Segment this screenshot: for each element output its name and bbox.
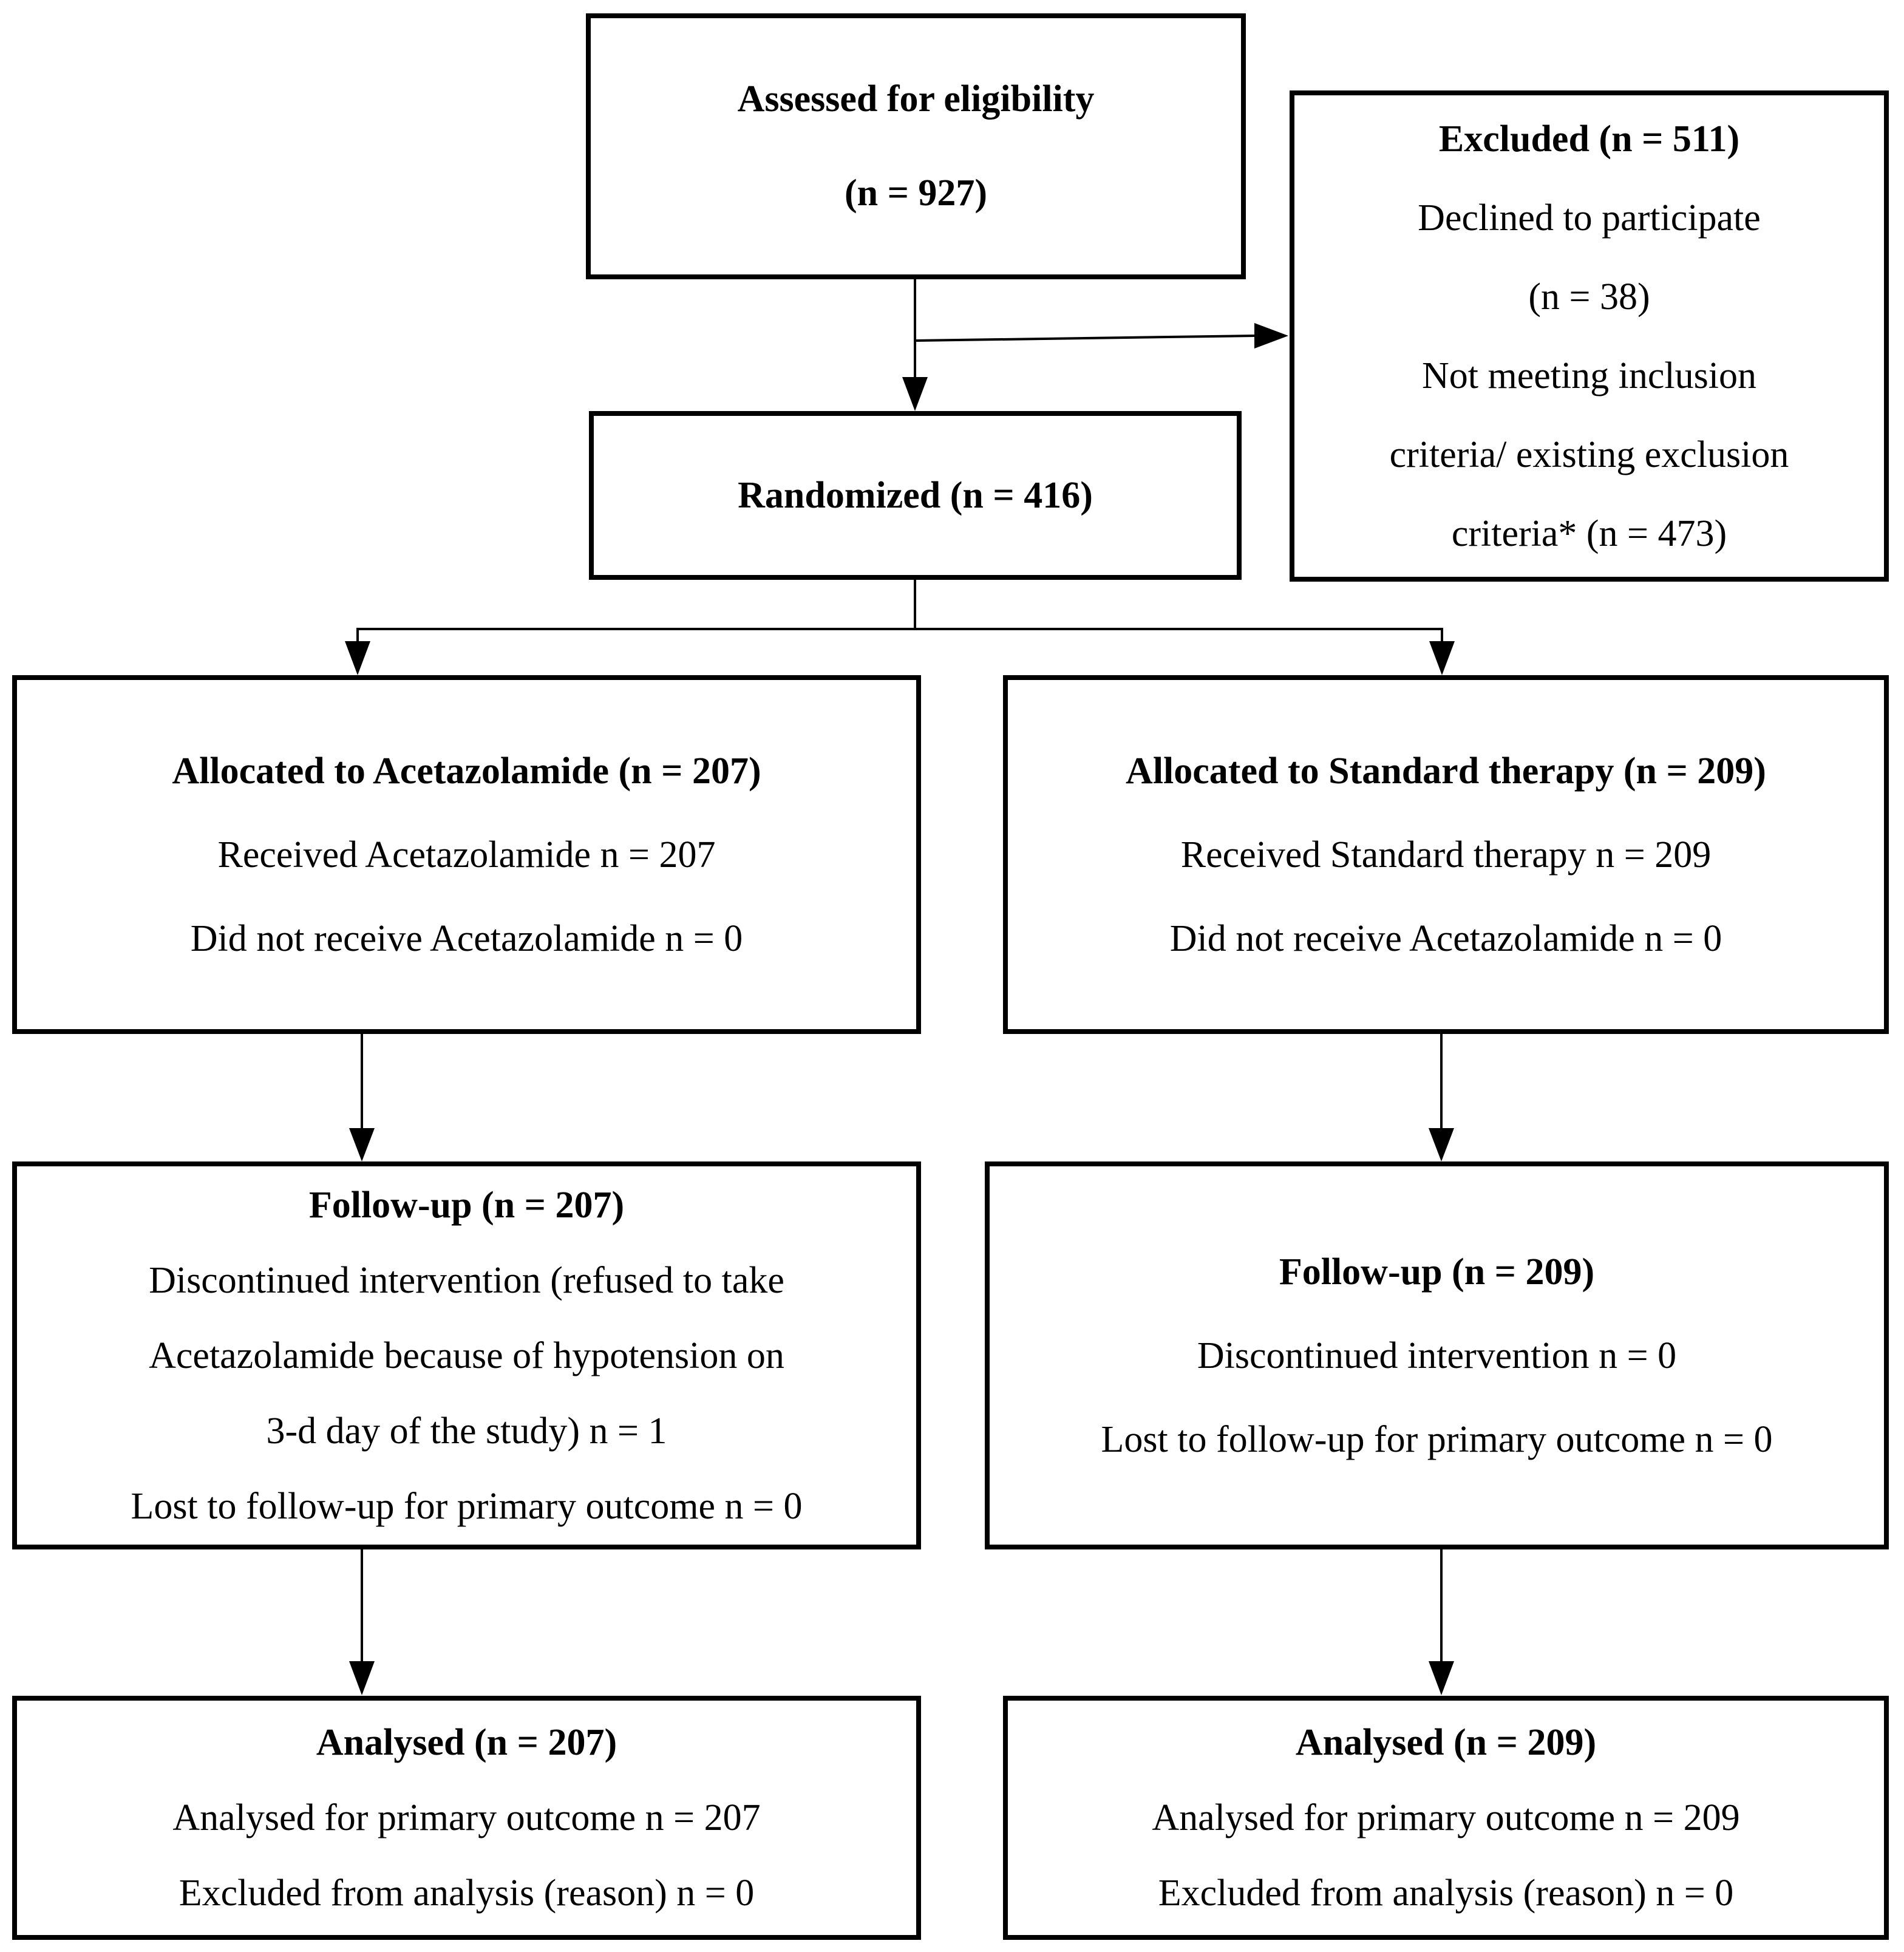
box-allocated-acetazolamide: Allocated to Acetazolamide (n = 207) Rec… — [12, 675, 921, 1034]
arrowhead-down-icon — [1429, 641, 1455, 675]
box-line: Excluded from analysis (reason) n = 0 — [178, 1872, 755, 1914]
box-line: criteria/ existing exclusion — [1389, 434, 1789, 475]
box-allocated-standard-therapy: Allocated to Standard therapy (n = 209) … — [1003, 675, 1889, 1034]
box-line: Did not receive Acetazolamide n = 0 — [1169, 917, 1722, 959]
arrow-allocated-to-followup-right — [1429, 1033, 1454, 1161]
box-title: Analysed (n = 209) — [1295, 1722, 1597, 1763]
box-line: 3-d day of the study) n = 1 — [266, 1410, 667, 1452]
arrowhead-right-icon — [1254, 323, 1288, 349]
box-title: Excluded (n = 511) — [1438, 118, 1740, 160]
arrowhead-down-icon — [1429, 1128, 1454, 1161]
box-line: Did not receive Acetazolamide n = 0 — [190, 917, 743, 959]
box-title: Randomized (n = 416) — [738, 475, 1093, 516]
box-count: (n = 927) — [844, 172, 988, 214]
randomized-branch — [356, 579, 1443, 630]
box-excluded: Excluded (n = 511) Declined to participa… — [1290, 90, 1889, 582]
box-line: Received Standard therapy n = 209 — [1180, 834, 1712, 876]
arrow-followup-to-analysed-right — [1429, 1548, 1454, 1695]
box-line: Analysed for primary outcome n = 209 — [1152, 1797, 1740, 1838]
box-analysed-acetazolamide: Analysed (n = 207) Analysed for primary … — [12, 1696, 921, 1940]
arrow-assessed-to-randomized — [902, 279, 928, 411]
box-line: Received Acetazolamide n = 207 — [217, 834, 716, 876]
box-line: Declined to participate — [1418, 197, 1761, 239]
arrowhead-down-icon — [902, 377, 928, 411]
arrowhead-down-icon — [1429, 1661, 1454, 1695]
box-line: Not meeting inclusion — [1421, 355, 1757, 396]
box-randomized: Randomized (n = 416) — [589, 411, 1242, 580]
arrow-allocated-to-followup-left — [349, 1033, 375, 1161]
box-title: Allocated to Acetazolamide (n = 207) — [172, 750, 761, 792]
box-line: Lost to follow-up for primary outcome n … — [131, 1485, 803, 1527]
box-line: Excluded from analysis (reason) n = 0 — [1158, 1872, 1734, 1914]
box-line: Acetazolamide because of hypotension on — [149, 1335, 784, 1376]
arrowhead-down-icon — [345, 641, 370, 675]
box-line: Discontinued intervention n = 0 — [1197, 1335, 1677, 1376]
arrow-followup-to-analysed-left — [349, 1548, 375, 1695]
box-assessed-for-eligibility: Assessed for eligibility (n = 927) — [586, 13, 1246, 279]
arrowhead-down-icon — [349, 1128, 375, 1161]
arrow-branch-to-allocated-left — [345, 628, 370, 675]
box-followup-standard-therapy: Follow-up (n = 209) Discontinued interve… — [985, 1161, 1889, 1549]
box-line: (n = 38) — [1528, 276, 1650, 318]
connector-line — [914, 335, 1255, 342]
box-title: Allocated to Standard therapy (n = 209) — [1126, 750, 1766, 792]
box-title: Assessed for eligibility — [737, 78, 1095, 120]
arrow-branch-to-allocated-right — [1429, 628, 1455, 675]
box-analysed-standard-therapy: Analysed (n = 209) Analysed for primary … — [1003, 1696, 1889, 1940]
box-title: Follow-up (n = 209) — [1279, 1251, 1595, 1293]
box-line: Lost to follow-up for primary outcome n … — [1101, 1418, 1773, 1460]
box-line: Analysed for primary outcome n = 207 — [172, 1797, 761, 1838]
box-line: criteria* (n = 473) — [1451, 512, 1727, 554]
box-followup-acetazolamide: Follow-up (n = 207) Discontinued interve… — [12, 1161, 921, 1549]
arrow-to-excluded — [914, 323, 1288, 349]
arrowhead-down-icon — [349, 1661, 375, 1695]
box-title: Analysed (n = 207) — [316, 1722, 617, 1763]
box-line: Discontinued intervention (refused to ta… — [149, 1259, 784, 1301]
box-title: Follow-up (n = 207) — [308, 1184, 625, 1226]
